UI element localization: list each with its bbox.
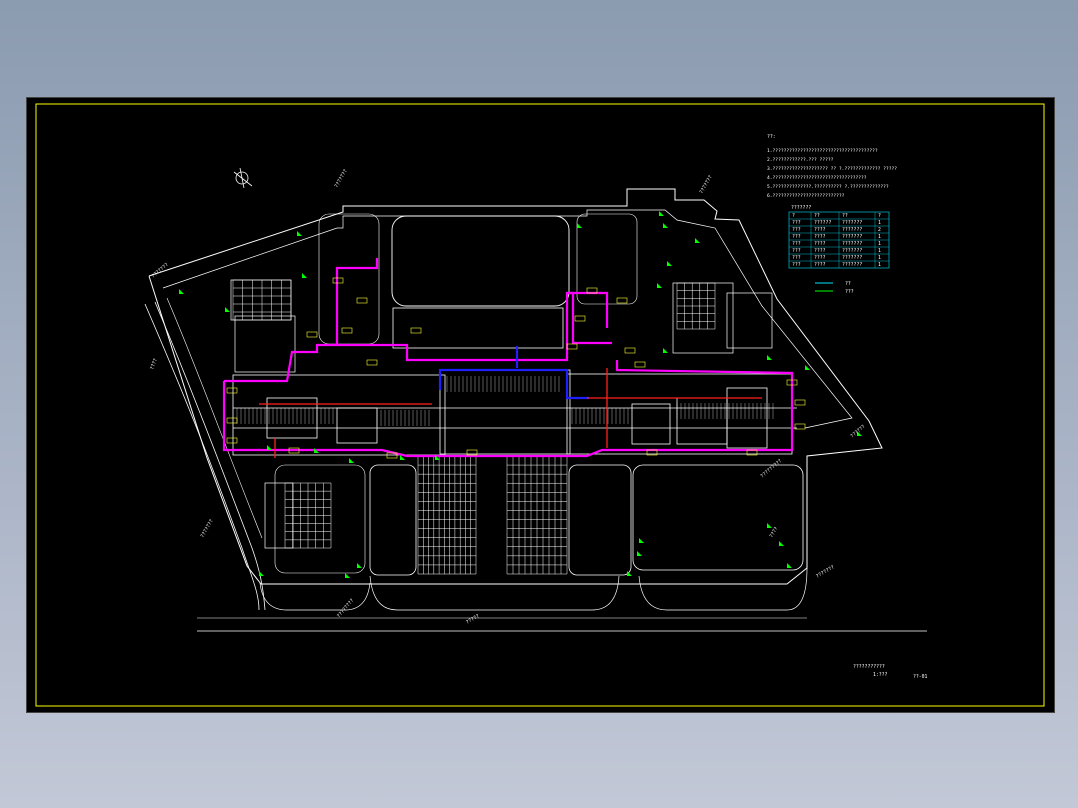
table-header-cell: ? bbox=[792, 213, 795, 219]
road-label: ????????? bbox=[759, 458, 783, 479]
west-annex bbox=[230, 279, 773, 549]
table-cell: ???? bbox=[814, 255, 826, 261]
site-boundary-inner bbox=[162, 209, 853, 429]
sheet-number: ??-01 bbox=[913, 674, 928, 680]
table-cell: 1 bbox=[878, 234, 881, 240]
building-interior-hatching bbox=[236, 376, 774, 426]
north-plaza-inner bbox=[318, 213, 380, 345]
table-cell: 1 bbox=[878, 220, 881, 226]
parking-grids bbox=[232, 279, 716, 575]
table-cell: ??????? bbox=[842, 234, 862, 240]
table-title: ??????? bbox=[791, 205, 811, 211]
south-road-curb-3 bbox=[638, 567, 808, 611]
table-cell: ??? bbox=[792, 227, 801, 233]
table-cell: ??????? bbox=[842, 220, 862, 226]
road-labels: ??????? ??????? ??????? ????? ??????? ??… bbox=[150, 168, 835, 625]
road-label: ??????? bbox=[815, 564, 836, 579]
table-cell: ??????? bbox=[842, 248, 862, 254]
west-road-2 bbox=[154, 301, 266, 611]
table-cell: ???? bbox=[814, 227, 826, 233]
west-road bbox=[144, 303, 260, 611]
site-plan-drawing[interactable]: ??: 1.??????????????????????????????????… bbox=[27, 98, 1054, 712]
table-header-cell: ? bbox=[878, 213, 881, 219]
pipe-network bbox=[222, 258, 794, 458]
table-cell: ??? bbox=[792, 241, 801, 247]
equipment-table: ??????? ??????????????????????1?????????… bbox=[788, 205, 890, 269]
table-cell: ??????? bbox=[842, 227, 862, 233]
side-label: ??????? bbox=[200, 518, 215, 539]
table-cell: ??????? bbox=[842, 262, 862, 268]
table-cell: ??? bbox=[792, 262, 801, 268]
road-label: ??????? bbox=[334, 168, 349, 189]
notes-heading: ??: bbox=[767, 134, 776, 140]
general-notes: ??: 1.??????????????????????????????????… bbox=[767, 134, 897, 199]
table-cell: 1 bbox=[878, 241, 881, 247]
south-lot-far-west bbox=[274, 464, 366, 574]
table-header-cell: ?? bbox=[814, 213, 820, 219]
south-lot-far-east bbox=[632, 464, 804, 571]
south-lot-west bbox=[369, 464, 417, 576]
table-cell: ??? bbox=[792, 234, 801, 240]
drawing-frame bbox=[35, 103, 1045, 707]
north-plaza bbox=[391, 215, 570, 307]
table-cell: ???? bbox=[814, 234, 826, 240]
side-label: ???????? bbox=[336, 598, 356, 620]
note-line: 5.??????????????.?????????? ?.??????????… bbox=[767, 184, 889, 190]
south-lot-east bbox=[568, 464, 632, 576]
note-line: 3.???????????????????? ?? ?.????????????… bbox=[767, 166, 897, 172]
drawing-scale: 1:??? bbox=[873, 672, 888, 678]
table-cell: 1 bbox=[878, 262, 881, 268]
road-label: ????? bbox=[465, 613, 481, 625]
table-cell: ?????? bbox=[814, 220, 831, 226]
side-label: ???? bbox=[769, 526, 780, 539]
road-label: ??????? bbox=[699, 174, 714, 195]
side-label: ?????? bbox=[849, 424, 866, 440]
table-cell: ??? bbox=[792, 220, 801, 226]
table-cell: ??? bbox=[792, 255, 801, 261]
annotation-tags bbox=[179, 211, 862, 578]
line-legend: ?? ??? bbox=[815, 281, 854, 295]
note-line: 4.?????????????????????????????????? bbox=[767, 175, 867, 181]
title-block: ??????????? 1:??? ??-01 bbox=[853, 664, 928, 680]
table-cell: 1 bbox=[878, 255, 881, 261]
table-cell: 1 bbox=[878, 248, 881, 254]
site-boundary bbox=[148, 188, 883, 585]
side-label: ???? bbox=[149, 358, 159, 371]
cad-viewport[interactable]: ??: 1.??????????????????????????????????… bbox=[26, 97, 1055, 713]
note-line: 6.?????????????????????????? bbox=[767, 193, 845, 199]
table-cell: ???? bbox=[814, 241, 826, 247]
line-legend-label: ??? bbox=[845, 289, 854, 295]
table-cell: ???? bbox=[814, 262, 826, 268]
note-line: 2.????????????.??? ????? bbox=[767, 157, 834, 163]
side-labels: ???? ??????? ???????? ???? ?????? bbox=[149, 358, 866, 620]
table-header-cell: ?? bbox=[842, 213, 848, 219]
south-road-curb-2 bbox=[369, 575, 620, 611]
table-cell: ??????? bbox=[842, 241, 862, 247]
table-cell: ??? bbox=[792, 248, 801, 254]
line-legend-label: ?? bbox=[845, 281, 851, 287]
road-label: ??????? bbox=[150, 262, 169, 280]
table-cell: ??????? bbox=[842, 255, 862, 261]
drawing-name: ??????????? bbox=[853, 664, 885, 670]
table-cell: ???? bbox=[814, 248, 826, 254]
south-road-curb-1 bbox=[259, 582, 371, 611]
north-arrow-icon bbox=[233, 167, 253, 189]
table-cell: 2 bbox=[878, 227, 881, 233]
note-line: 1.?????????????????????????????????????? bbox=[767, 148, 878, 154]
west-road-3 bbox=[166, 297, 263, 539]
north-east-lot bbox=[576, 213, 638, 305]
